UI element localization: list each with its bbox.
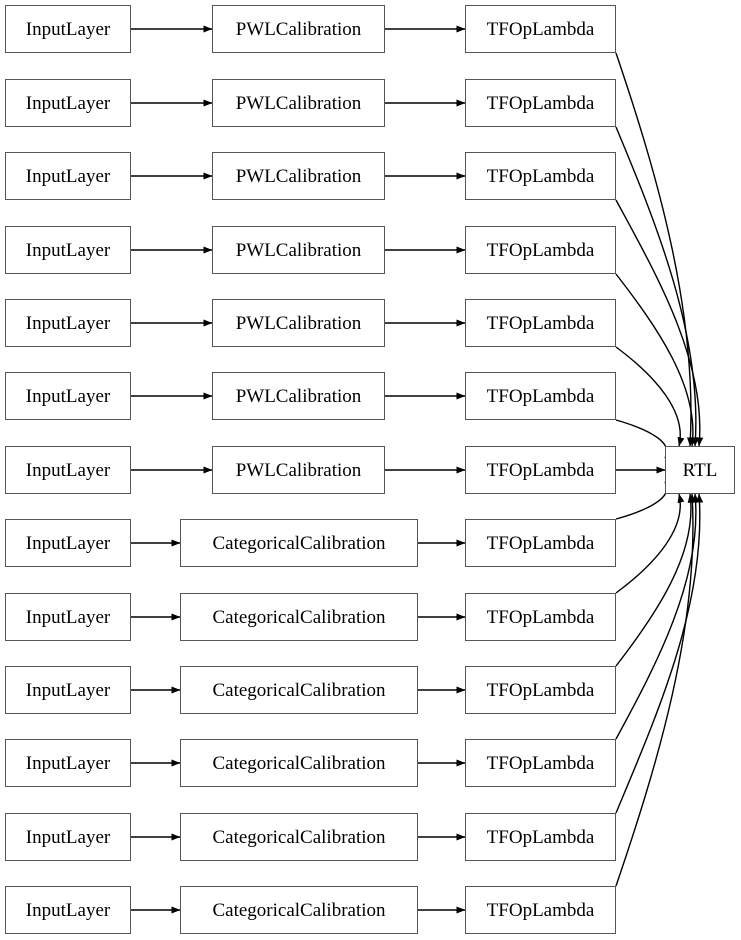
node-label: InputLayer [25,532,111,554]
node-label: InputLayer [25,92,111,114]
node-label: InputLayer [25,385,111,407]
node-op5[interactable]: TFOpLambda [465,299,616,347]
node-label: CategoricalCalibration [212,826,386,848]
node-op2[interactable]: TFOpLambda [465,79,616,127]
node-label: TFOpLambda [486,18,595,40]
node-cal6[interactable]: PWLCalibration [212,372,385,420]
node-label: TFOpLambda [486,385,595,407]
node-label: InputLayer [25,459,111,481]
node-label: TFOpLambda [486,899,595,921]
node-label: CategoricalCalibration [212,532,386,554]
node-label: TFOpLambda [486,826,595,848]
node-label: CategoricalCalibration [212,899,386,921]
node-cal10[interactable]: CategoricalCalibration [180,666,418,714]
node-label: PWLCalibration [235,385,362,407]
node-op8[interactable]: TFOpLambda [465,519,616,567]
node-label: PWLCalibration [235,312,362,334]
node-op13[interactable]: TFOpLambda [465,886,616,934]
node-op12[interactable]: TFOpLambda [465,813,616,861]
node-in6[interactable]: InputLayer [5,372,131,420]
node-cal2[interactable]: PWLCalibration [212,79,385,127]
node-in5[interactable]: InputLayer [5,299,131,347]
node-label: InputLayer [25,826,111,848]
node-label: PWLCalibration [235,165,362,187]
node-label: TFOpLambda [486,532,595,554]
node-cal9[interactable]: CategoricalCalibration [180,593,418,641]
node-op3[interactable]: TFOpLambda [465,152,616,200]
node-cal12[interactable]: CategoricalCalibration [180,813,418,861]
node-label: InputLayer [25,18,111,40]
node-in3[interactable]: InputLayer [5,152,131,200]
node-label: InputLayer [25,239,111,261]
node-in13[interactable]: InputLayer [5,886,131,934]
node-in10[interactable]: InputLayer [5,666,131,714]
node-label: InputLayer [25,165,111,187]
node-label: TFOpLambda [486,606,595,628]
node-cal5[interactable]: PWLCalibration [212,299,385,347]
node-cal8[interactable]: CategoricalCalibration [180,519,418,567]
node-in7[interactable]: InputLayer [5,446,131,494]
node-label: InputLayer [25,899,111,921]
node-op1[interactable]: TFOpLambda [465,5,616,53]
node-in11[interactable]: InputLayer [5,739,131,787]
node-in8[interactable]: InputLayer [5,519,131,567]
node-label: TFOpLambda [486,679,595,701]
node-label: InputLayer [25,679,111,701]
node-label: CategoricalCalibration [212,752,386,774]
node-in9[interactable]: InputLayer [5,593,131,641]
node-op6[interactable]: TFOpLambda [465,372,616,420]
node-cal11[interactable]: CategoricalCalibration [180,739,418,787]
node-cal4[interactable]: PWLCalibration [212,226,385,274]
node-label: TFOpLambda [486,459,595,481]
node-in1[interactable]: InputLayer [5,5,131,53]
node-op10[interactable]: TFOpLambda [465,666,616,714]
node-rtl[interactable]: RTL [665,446,735,494]
node-cal1[interactable]: PWLCalibration [212,5,385,53]
node-cal7[interactable]: PWLCalibration [212,446,385,494]
node-label: RTL [682,459,718,481]
node-op11[interactable]: TFOpLambda [465,739,616,787]
node-cal3[interactable]: PWLCalibration [212,152,385,200]
node-label: TFOpLambda [486,165,595,187]
node-label: TFOpLambda [486,312,595,334]
node-op7[interactable]: TFOpLambda [465,446,616,494]
node-label: InputLayer [25,312,111,334]
node-op9[interactable]: TFOpLambda [465,593,616,641]
node-label: CategoricalCalibration [212,679,386,701]
node-label: PWLCalibration [235,459,362,481]
node-in12[interactable]: InputLayer [5,813,131,861]
node-label: CategoricalCalibration [212,606,386,628]
node-op4[interactable]: TFOpLambda [465,226,616,274]
node-in4[interactable]: InputLayer [5,226,131,274]
node-label: PWLCalibration [235,18,362,40]
node-label: TFOpLambda [486,752,595,774]
node-label: InputLayer [25,752,111,774]
node-label: PWLCalibration [235,239,362,261]
node-cal13[interactable]: CategoricalCalibration [180,886,418,934]
node-in2[interactable]: InputLayer [5,79,131,127]
node-label: TFOpLambda [486,92,595,114]
node-label: TFOpLambda [486,239,595,261]
node-label: PWLCalibration [235,92,362,114]
node-label: InputLayer [25,606,111,628]
